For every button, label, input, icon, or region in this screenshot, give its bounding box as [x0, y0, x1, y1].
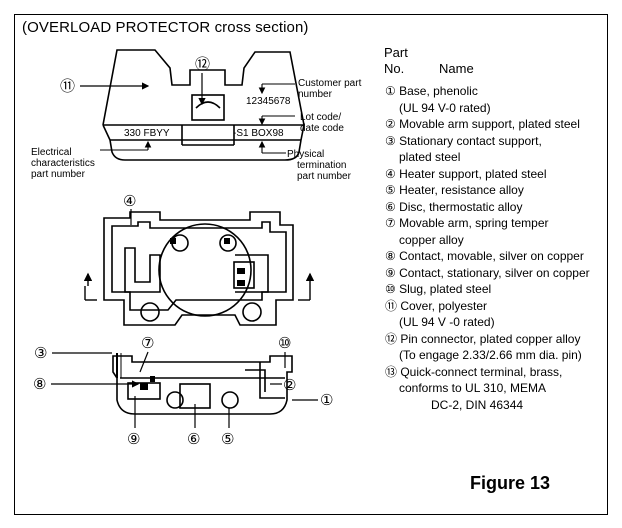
parts-list-item-detail: copper alloy — [399, 232, 464, 247]
label-physical-1: Physical — [287, 149, 324, 160]
parts-list-item: ⑪ Cover, polyester — [385, 298, 488, 313]
parts-header-name: Name — [439, 61, 474, 76]
parts-header-no: No. — [384, 61, 405, 76]
callout-11: ⑪ — [60, 77, 75, 95]
callout-9: ⑨ — [127, 430, 140, 448]
callout-8: ⑧ — [33, 375, 46, 393]
parts-list-item-detail: (UL 94 V -0 rated) — [399, 315, 495, 329]
callout-1: ① — [320, 391, 333, 409]
callout-4: ④ — [123, 192, 136, 210]
label-lot-code-1: Lot code/ — [300, 112, 341, 123]
parts-list-item: ③ Stationary contact support, — [385, 133, 542, 148]
label-physical-2: termination — [297, 160, 346, 171]
label-customer-part-2: number — [298, 89, 333, 100]
parts-list-item: ⑩ Slug, plated steel — [385, 282, 492, 296]
marking-customer: 12345678 — [246, 96, 291, 107]
parts-list-item: ⑫ Pin connector, plated copper alloy — [385, 331, 581, 346]
figure-frame — [14, 14, 608, 515]
label-lot-code-2: date code — [300, 123, 344, 134]
parts-list-item: ⑤ Heater, resistance alloy — [385, 183, 524, 197]
figure-title: (OVERLOAD PROTECTOR cross section) — [22, 19, 309, 36]
callout-12: ⑫ — [195, 55, 210, 73]
protector-bottom-view — [112, 355, 293, 415]
parts-list-item: ⑧ Contact, movable, silver on copper — [385, 249, 584, 263]
parts-list-item-detail: DC-2, DIN 46344 — [431, 397, 524, 412]
label-customer-part-1: Customer part — [298, 78, 362, 89]
protector-top-view — [102, 49, 305, 161]
callout-10: ⑩ — [278, 334, 291, 352]
callout-3: ③ — [34, 344, 47, 362]
protector-middle-view — [103, 211, 294, 326]
label-electrical-1: Electrical — [31, 147, 72, 158]
parts-list-item: ⑦ Movable arm, spring temper — [385, 216, 549, 230]
parts-list-item: ⑬ Quick-connect terminal, brass, — [385, 364, 563, 379]
parts-header: Part No. Name — [384, 45, 474, 77]
parts-list-item: ② Movable arm support, plated steel — [385, 117, 580, 131]
parts-list: ① Base, phenolic (UL 94 V-0 rated) ② Movab… — [385, 83, 610, 413]
parts-list-item-detail: plated steel — [399, 150, 461, 164]
callout-5: ⑤ — [221, 430, 234, 448]
parts-list-item: ⑨ Contact, stationary, silver on copper — [385, 265, 590, 280]
parts-list-item-detail: (UL 94 V-0 rated) — [399, 100, 491, 115]
parts-list-item: ④ Heater support, plated steel — [385, 166, 547, 181]
parts-list-item: ⑥ Disc, thermostatic alloy — [385, 199, 523, 214]
callout-2: ② — [283, 376, 296, 394]
label-electrical-3: part number — [31, 169, 86, 180]
figure-label: Figure 13 — [470, 473, 551, 493]
callout-6: ⑥ — [187, 430, 200, 448]
label-electrical-2: characteristics — [31, 158, 95, 169]
parts-list-item-detail: (To engage 2.33/2.66 mm dia. pin) — [399, 348, 582, 362]
callout-7: ⑦ — [141, 334, 154, 352]
parts-header-part: Part — [384, 45, 408, 60]
label-physical-3: part number — [297, 171, 352, 182]
parts-list-item-detail: conforms to UL 310, MEMA — [399, 381, 546, 395]
marking-physical: -S1 BOX98 — [233, 128, 284, 139]
marking-electrical: 330 FBYY — [124, 128, 170, 139]
parts-list-item: ① Base, phenolic — [385, 84, 478, 98]
